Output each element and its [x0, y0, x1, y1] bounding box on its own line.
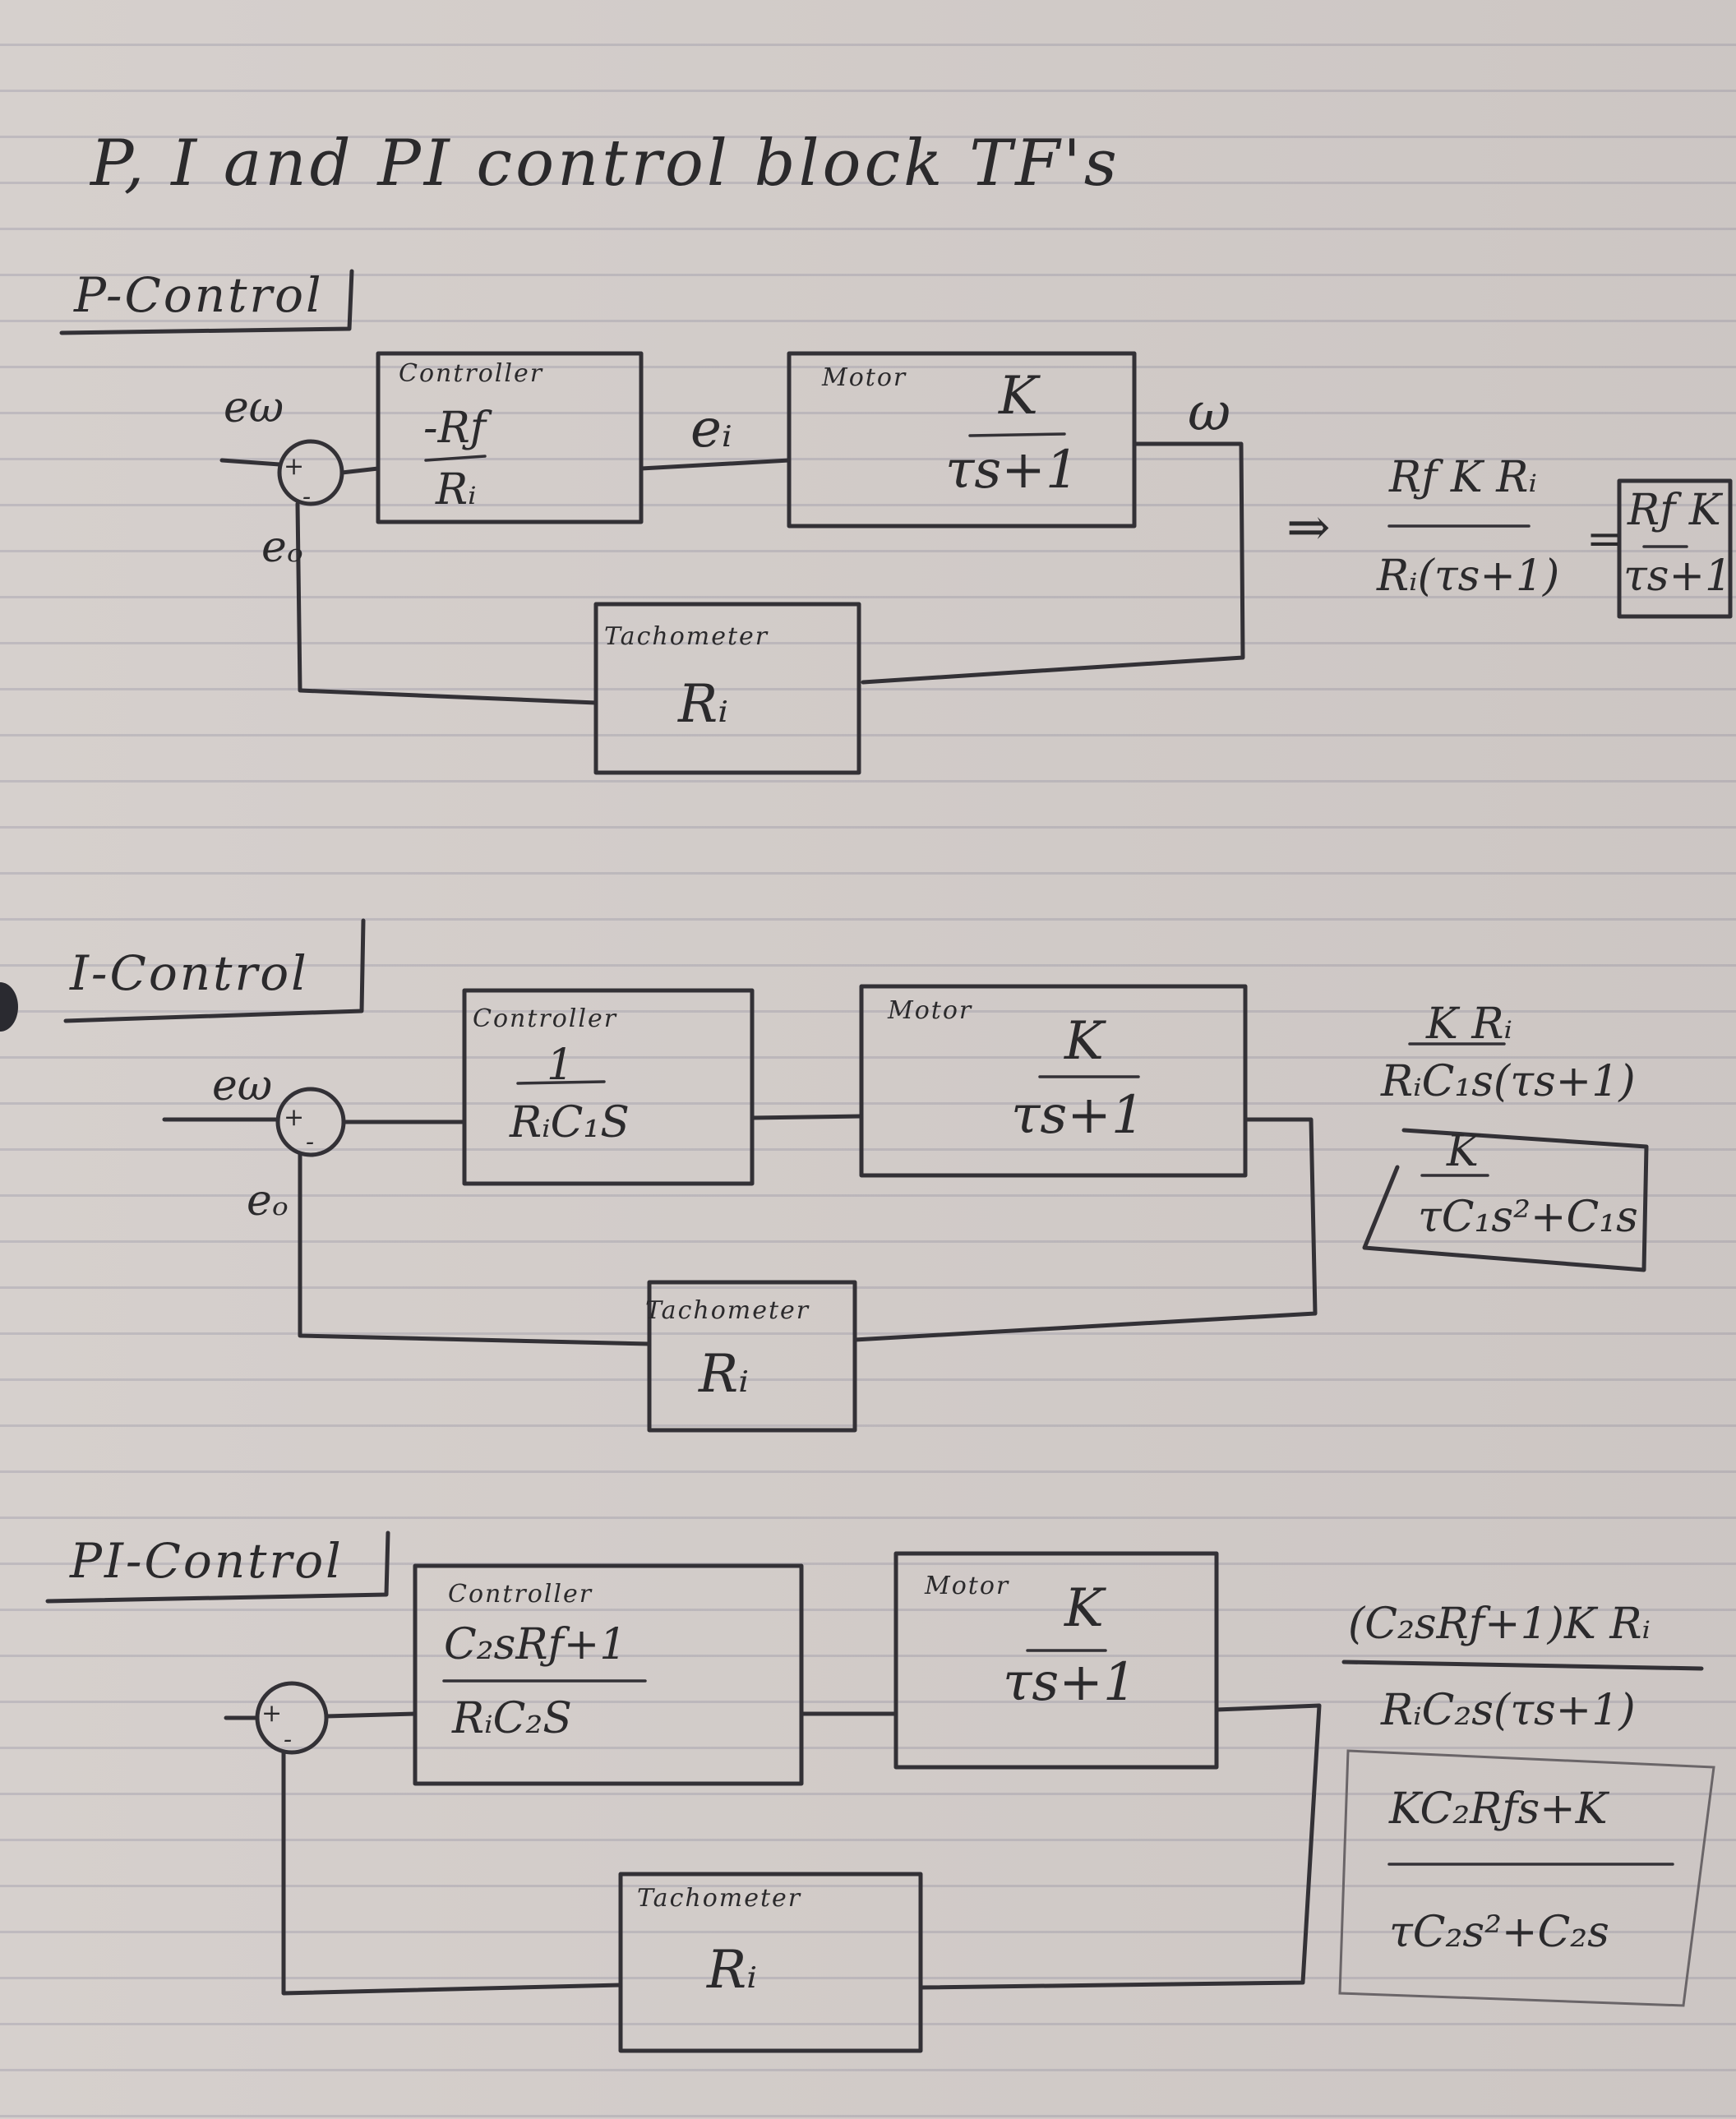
p-controller-num: -Rƒ — [423, 404, 486, 453]
i-motor-num: K — [1064, 1011, 1104, 1072]
i-controller-box — [462, 988, 755, 1186]
p-motor-label: Motor — [822, 363, 907, 392]
binder-hole — [0, 982, 18, 1032]
pi-control-heading: PI-Control — [70, 1533, 344, 1589]
p-motor-bar — [968, 432, 1066, 437]
pi-motor-box — [893, 1551, 1219, 1770]
p-input-label: eω — [224, 383, 284, 432]
pi-result-box — [1338, 1749, 1715, 2007]
pi-motor-den: τs+1 — [1003, 1652, 1137, 1713]
pi-heading-frame — [45, 1530, 390, 1604]
i-tachometer-label: Tachometer — [645, 1296, 810, 1325]
pi-result-bar — [1341, 1660, 1704, 1671]
p-implies-arrow: ⇒ — [1286, 497, 1331, 558]
p-boxed-num: Rƒ K — [1628, 486, 1721, 535]
i-sum-plus: + — [284, 1103, 307, 1132]
i-sum-minus: - — [306, 1128, 316, 1156]
pi-motor-num: K — [1064, 1578, 1104, 1639]
pi-boxed-num: KC₂Rƒs+K — [1389, 1784, 1608, 1834]
i-controller-num: 1 — [547, 1041, 575, 1090]
p-motor-num: K — [999, 366, 1038, 427]
i-feedback-label: eₒ — [247, 1176, 289, 1226]
i-tachometer-box — [647, 1280, 857, 1433]
i-controller-bar — [516, 1080, 606, 1085]
p-result-den: Rᵢ(τs+1) — [1377, 552, 1560, 601]
p-controller-box — [376, 351, 644, 524]
i-feedback-to-sum — [298, 1152, 652, 1346]
p-sum-minus: - — [302, 482, 313, 511]
p-heading-frame — [59, 269, 354, 335]
pi-controller-num: C₂sRƒ+1 — [444, 1620, 627, 1669]
pi-tachometer-value: Rᵢ — [707, 1940, 758, 2001]
i-boxed-den: τC₁s²+C₁s — [1418, 1193, 1638, 1242]
p-controller-to-motor — [639, 458, 792, 471]
p-sum-plus: + — [284, 452, 307, 481]
page-title: P, I and PI control block TF's — [90, 127, 1120, 201]
pi-sum-plus: + — [261, 1699, 284, 1728]
p-tachometer-value: Rᵢ — [678, 674, 729, 735]
p-feedback-to-sum — [295, 501, 598, 705]
i-controller-label: Controller — [473, 1004, 618, 1033]
pi-output-feedback — [918, 1703, 1322, 1990]
i-output-feedback — [852, 1117, 1318, 1342]
p-equals: = — [1586, 515, 1623, 564]
pi-result-den: RᵢC₂s(τs+1) — [1381, 1686, 1636, 1735]
pi-tachometer-label: Tachometer — [637, 1884, 802, 1913]
i-control-heading: I-Control — [70, 945, 309, 1001]
p-tachometer-label: Tachometer — [604, 622, 769, 651]
p-output-feedback — [861, 441, 1245, 685]
pi-controller-den: RᵢC₂S — [452, 1694, 572, 1743]
p-controller-den: Rᵢ — [436, 465, 477, 515]
i-result-num: K Rᵢ — [1426, 999, 1512, 1049]
pi-controller-box — [413, 1563, 804, 1786]
p-output-label: ω — [1188, 382, 1231, 443]
p-tachometer-box — [593, 602, 861, 775]
i-motor-label: Motor — [888, 996, 973, 1025]
pi-controller-label: Controller — [448, 1580, 593, 1609]
i-tachometer-value: Rᵢ — [699, 1344, 750, 1405]
i-controller-to-motor — [750, 1114, 864, 1120]
pi-boxed-den: τC₂s²+C₂s — [1389, 1908, 1609, 1957]
pi-motor-label: Motor — [925, 1572, 1010, 1600]
i-result-den: RᵢC₁s(τs+1) — [1381, 1057, 1636, 1106]
pi-sum-to-controller — [324, 1711, 418, 1719]
p-sum-to-controller — [339, 466, 381, 475]
p-controller-bar — [424, 455, 487, 462]
p-motor-box — [787, 351, 1137, 529]
p-boxed-den: τs+1 — [1623, 552, 1733, 601]
i-heading-frame — [63, 918, 366, 1023]
i-boxed-num: K — [1447, 1127, 1479, 1176]
pi-feedback-to-sum — [281, 1750, 623, 1996]
i-motor-den: τs+1 — [1011, 1085, 1145, 1146]
p-controller-label: Controller — [399, 359, 544, 388]
p-result-num: Rƒ K Rᵢ — [1389, 453, 1537, 502]
p-input-wire — [219, 458, 282, 467]
p-between-label: eᵢ — [690, 399, 732, 459]
pi-sum-minus: - — [284, 1725, 294, 1754]
p-control-heading: P-Control — [74, 267, 324, 323]
p-result-box — [1617, 478, 1733, 619]
p-feedback-label: eₒ — [261, 523, 303, 572]
pi-result-num: (C₂sRƒ+1)K Rᵢ — [1348, 1600, 1651, 1649]
i-input-label: eω — [212, 1061, 273, 1110]
pi-tachometer-box — [618, 1872, 923, 2053]
i-motor-box — [859, 984, 1248, 1178]
i-result-box — [1362, 1128, 1649, 1272]
i-controller-den: RᵢC₁S — [510, 1098, 630, 1147]
p-motor-den: τs+1 — [945, 440, 1079, 501]
